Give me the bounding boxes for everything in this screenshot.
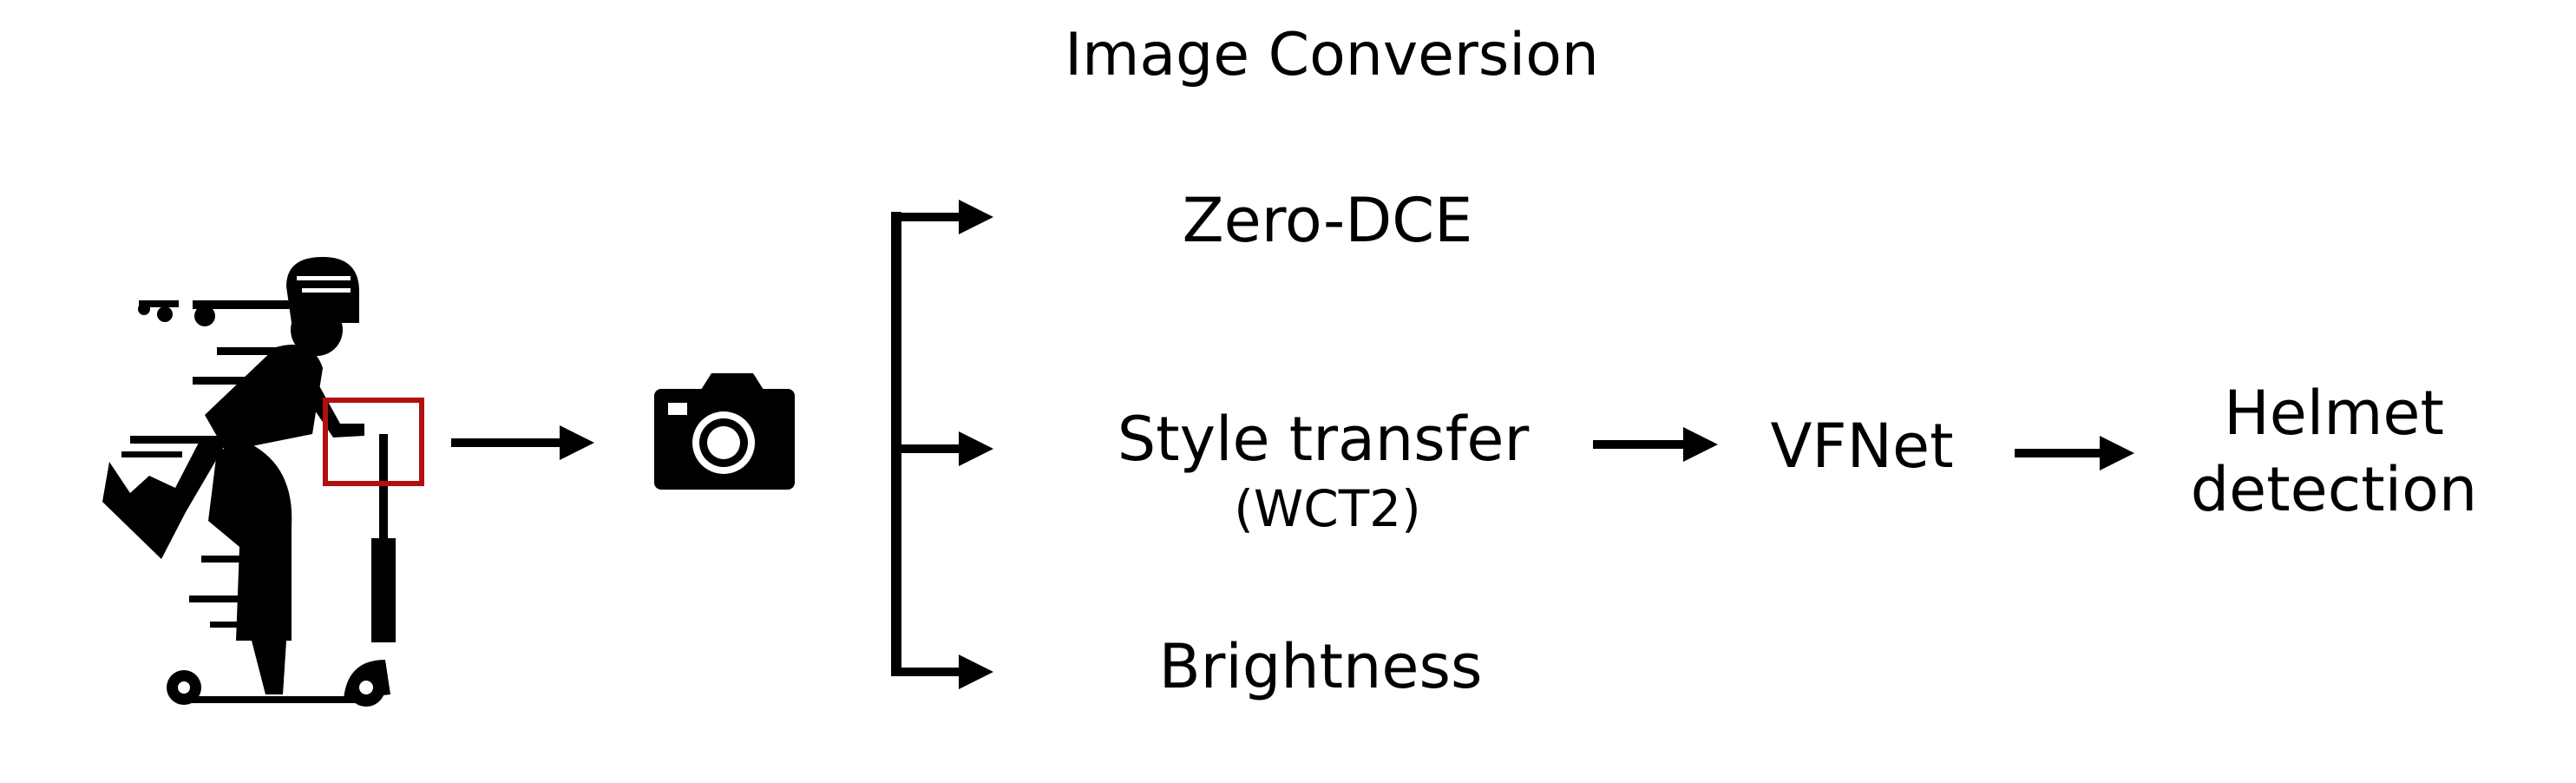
camera-icon (654, 373, 795, 490)
output-line2: detection (2190, 454, 2478, 525)
method-style-transfer-sublabel: (WCT2) (1234, 479, 1421, 538)
method-zero-dce: Zero-DCE (1182, 185, 1473, 256)
branch-bracket (891, 200, 993, 689)
diagram-title: Image Conversion (1065, 21, 1599, 89)
method-brightness: Brightness (1158, 631, 1483, 702)
red-highlight-box (323, 398, 424, 486)
detector-vfnet: VFNet (1770, 411, 1954, 482)
person-on-kick-scooter-icon (102, 257, 396, 707)
output-line1: Helmet (2224, 378, 2444, 449)
method-style-transfer: Style transfer (1117, 404, 1530, 475)
